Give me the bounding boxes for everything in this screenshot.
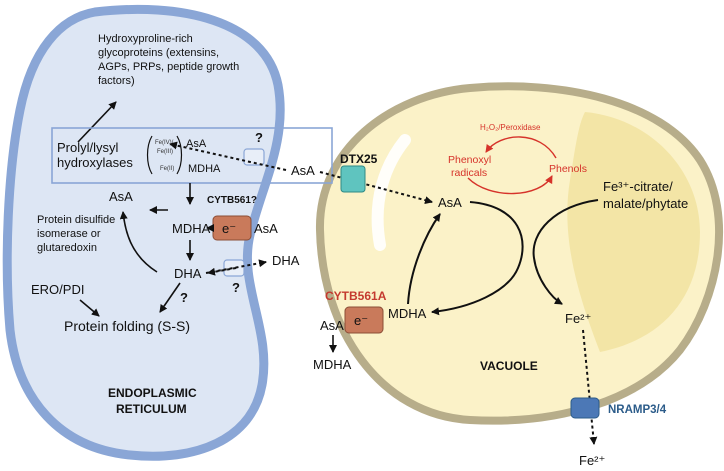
asa-bottom-label: AsA <box>320 318 344 333</box>
arrow-mdha-up-to-asa <box>407 213 441 305</box>
arrow-ero-to-folding <box>79 299 100 317</box>
asa-cytosol-label: AsA <box>291 163 315 178</box>
dtx25-transporter <box>340 165 366 193</box>
vacuole-highlight <box>371 134 411 251</box>
er-membrane <box>2 4 285 461</box>
fe2-out-label: Fe²⁺ <box>579 453 605 468</box>
mdha-bottom-label: MDHA <box>313 357 352 372</box>
asa-vacuole-label: AsA <box>438 195 462 210</box>
red-arc-top <box>485 136 557 159</box>
red-arc-bottom <box>467 175 553 195</box>
asa-left-label: AsA <box>109 189 133 204</box>
dashed-fe2-export <box>582 329 598 445</box>
fe-iv-iii-label: Fe(IV)/ <box>155 140 174 146</box>
arrow-asa-to-mdha-vacuole <box>431 201 524 316</box>
fe-bracket-right <box>176 135 183 175</box>
asa-right-of-cyt-label: AsA <box>254 221 278 236</box>
nramp-label: NRAMP3/4 <box>608 404 667 416</box>
dashed-dha-transport <box>205 259 267 274</box>
arrow-dha-to-asa-curve <box>119 211 158 273</box>
fe-ii-label: Fe(II) <box>160 166 174 172</box>
dashed-dha-transport-back <box>207 267 237 276</box>
phenoxyl-label: Phenoxyl radicals <box>448 154 494 179</box>
question-mark-top: ? <box>255 130 263 145</box>
fe-iii-label: Fe(III) <box>157 149 173 155</box>
arrow-fe3-to-fe2 <box>532 199 599 305</box>
fe-bracket-left <box>146 135 153 175</box>
dashed-asa-to-vacuole <box>319 171 433 205</box>
hydroxyproline-label: Hydroxyproline-rich glycoproteins (exten… <box>98 33 242 87</box>
hydroxylases-label: Prolyl/lysyl hydroxylases <box>57 140 133 170</box>
mdha-vacuole-label: MDHA <box>388 306 427 321</box>
dha-right-label: DHA <box>272 253 300 268</box>
asa-box-label: AsA <box>186 138 207 150</box>
protein-folding-label: Protein folding (S-S) <box>64 318 190 334</box>
fe3-label: Fe³⁺-citrate/ malate/phytate <box>603 179 688 211</box>
hydroxylase-box <box>51 127 333 184</box>
cytb561a-electron-label: e⁻ <box>354 313 368 328</box>
dashed-asa-er-to-cytosol <box>169 141 287 171</box>
fe2-vacuole-label: Fe²⁺ <box>565 311 591 326</box>
er-title: ENDOPLASMIC RETICULUM <box>108 386 200 416</box>
cytb561a-label: CYTB561A <box>325 289 387 303</box>
vacuole-title: VACUOLE <box>480 359 538 373</box>
pdi-label: Protein disulfide isomerase or glutaredo… <box>37 214 118 254</box>
cytb561-electron-label: e⁻ <box>222 221 236 236</box>
vacuole-inner-region <box>567 112 700 352</box>
mdha-center-label: MDHA <box>172 221 211 236</box>
ero-pdi-label: ERO/PDI <box>31 282 84 297</box>
question-mark-folding: ? <box>180 290 188 305</box>
dha-center-label: DHA <box>174 266 202 281</box>
cytb561-question-label: CYTB561? <box>207 195 257 206</box>
nramp-transporter <box>570 397 600 419</box>
dtx25-label: DTX25 <box>340 152 378 166</box>
h2o2-peroxidase-label: H₂O₂/Peroxidase <box>480 123 541 132</box>
arrow-hydroxylase-to-glycoproteins <box>77 101 117 143</box>
phenols-label: Phenols <box>549 163 587 175</box>
question-mark-bottom: ? <box>232 280 240 295</box>
mdha-box-label: MDHA <box>188 163 221 175</box>
arrow-dha-to-folding <box>159 282 181 313</box>
cytb561a-protein <box>344 306 384 334</box>
